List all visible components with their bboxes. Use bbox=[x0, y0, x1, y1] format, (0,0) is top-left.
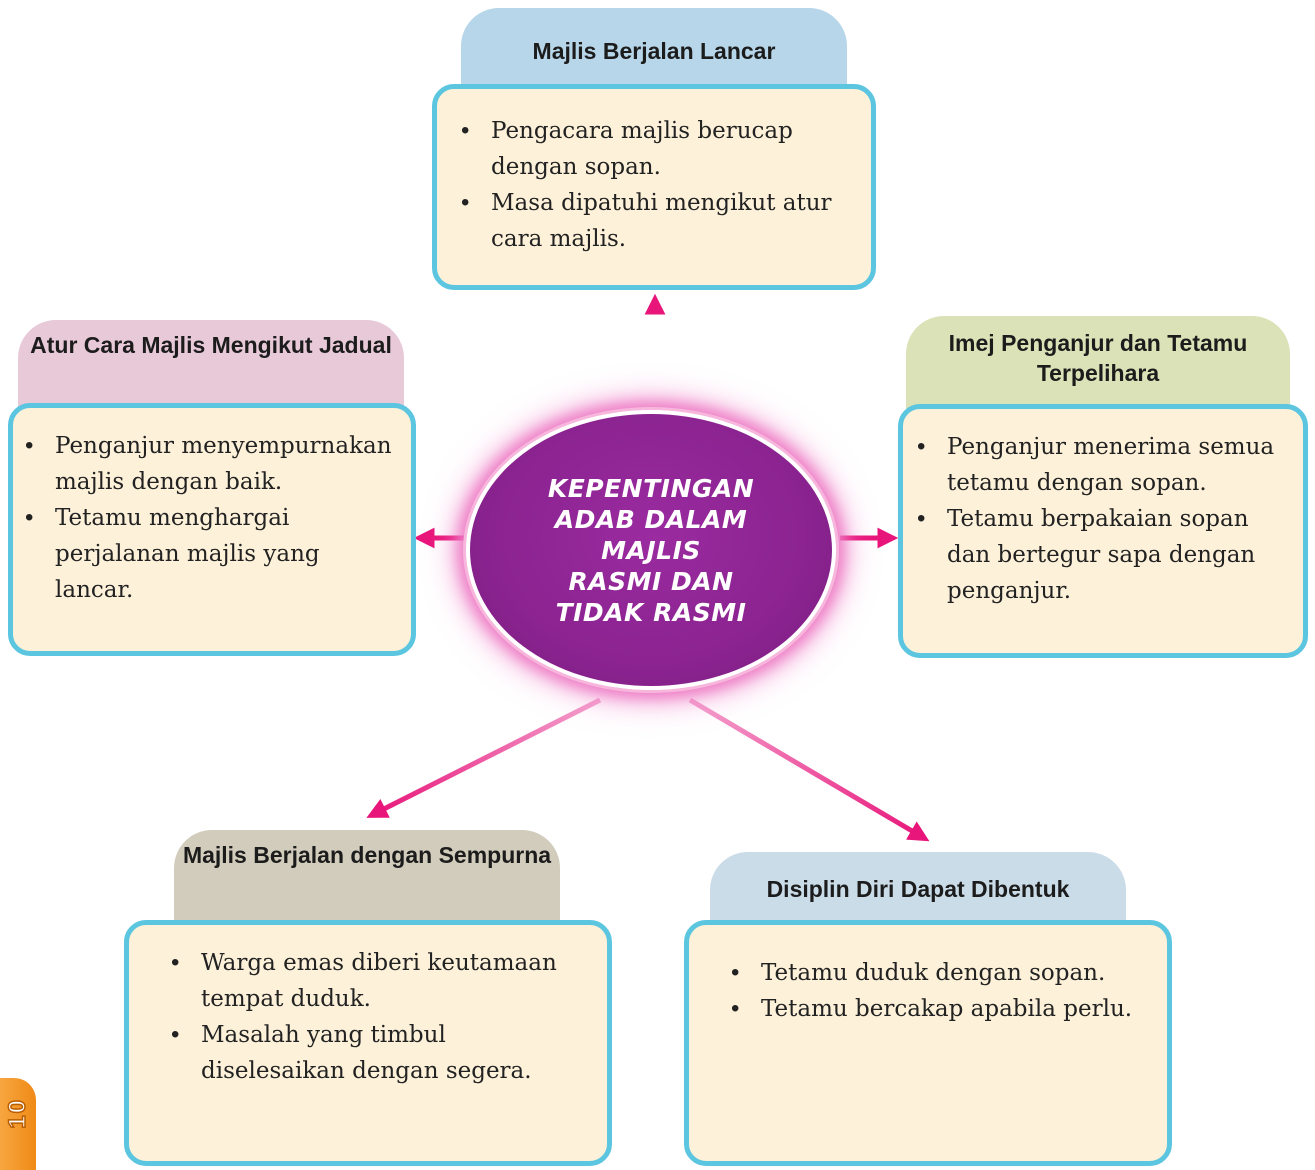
node-content-box: Penganjur menerima semua tetamu dengan s… bbox=[898, 404, 1308, 658]
arrow-to-bottom-right bbox=[688, 697, 930, 842]
node-atur-cara-majlis: Atur Cara Majlis Mengikut Jadual Penganj… bbox=[8, 320, 416, 656]
arrow-to-bottom-left bbox=[366, 697, 602, 818]
list-item: Pengacara majlis berucap dengan sopan. bbox=[457, 113, 851, 185]
list-item: Tetamu duduk dengan sopan. bbox=[727, 955, 1149, 991]
side-tab-number: 10 bbox=[3, 1097, 32, 1129]
list-item: Warga emas diberi keutamaan tempat duduk… bbox=[167, 945, 589, 1017]
node-disiplin-diri: Disiplin Diri Dapat Dibentuk Tetamu dudu… bbox=[684, 852, 1172, 1166]
node-imej-penganjur: Imej Penganjur dan Tetamu Terpelihara Pe… bbox=[898, 316, 1308, 658]
node-content-box: Warga emas diberi keutamaan tempat duduk… bbox=[124, 920, 612, 1166]
node-content-box: Penganjur menyempurnakan majlis dengan b… bbox=[8, 403, 416, 656]
list-item: Masalah yang timbul diselesaikan dengan … bbox=[167, 1017, 589, 1089]
node-content-box: Pengacara majlis berucap dengan sopan. M… bbox=[432, 84, 876, 290]
list-item: Tetamu menghargai perjalanan majlis yang… bbox=[21, 500, 393, 608]
list-item: Masa dipatuhi mengikut atur cara majlis. bbox=[457, 185, 851, 257]
node-content-box: Tetamu duduk dengan sopan. Tetamu bercak… bbox=[684, 920, 1172, 1166]
list-item: Tetamu berpakaian sopan dan bertegur sap… bbox=[913, 501, 1289, 609]
node-majlis-berjalan-sempurna: Majlis Berjalan dengan Sempurna Warga em… bbox=[124, 830, 612, 1166]
list-item: Penganjur menyempurnakan majlis dengan b… bbox=[21, 428, 393, 500]
bullet-list: Penganjur menyempurnakan majlis dengan b… bbox=[21, 428, 393, 608]
list-item: Penganjur menerima semua tetamu dengan s… bbox=[913, 429, 1289, 501]
list-item: Tetamu bercakap apabila perlu. bbox=[727, 991, 1149, 1027]
central-topic-ellipse: KEPENTINGAN ADAB DALAM MAJLIS RASMI DAN … bbox=[466, 410, 836, 690]
central-topic-title: KEPENTINGAN ADAB DALAM MAJLIS RASMI DAN … bbox=[547, 473, 755, 627]
bullet-list: Warga emas diberi keutamaan tempat duduk… bbox=[167, 945, 589, 1089]
bullet-list: Tetamu duduk dengan sopan. Tetamu bercak… bbox=[727, 955, 1149, 1027]
bullet-list: Pengacara majlis berucap dengan sopan. M… bbox=[457, 113, 851, 257]
bullet-list: Penganjur menerima semua tetamu dengan s… bbox=[913, 429, 1289, 609]
side-page-tab: 10 bbox=[0, 1078, 36, 1170]
node-majlis-berjalan-lancar: Majlis Berjalan Lancar Pengacara majlis … bbox=[432, 8, 876, 290]
